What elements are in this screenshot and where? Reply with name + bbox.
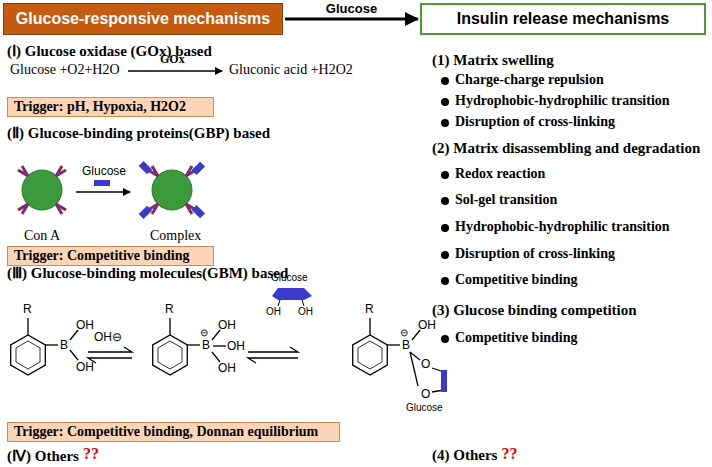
list-item: Hydrophobic-hydrophilic transition [455, 219, 670, 235]
ion-label: OH⊖ [94, 330, 122, 344]
reaction-arrow [128, 70, 222, 72]
equilibrium-arrows [88, 347, 298, 363]
atom-label: O [421, 387, 430, 401]
question-marks: ?? [83, 445, 99, 463]
list-item: Competitive binding [455, 272, 578, 288]
box-text: Trigger: pH, Hypoxia, H2O2 [14, 99, 186, 114]
atom-label: B [202, 338, 210, 352]
section-heading: (Ⅳ) Others [7, 447, 79, 465]
list-item: Competitive binding [455, 330, 578, 346]
box-text: Glucose-responsive mechanisms [16, 10, 270, 27]
list-item: Sol-gel transition [455, 192, 557, 208]
glucose-label: Glucose [82, 164, 126, 178]
atom-label: OH [218, 361, 236, 375]
trigger-box: Trigger: Competitive binding, Donnan equ… [7, 422, 340, 442]
list-item: Charge-charge repulsion [455, 72, 604, 88]
box-text: Trigger: Competitive binding [14, 248, 190, 263]
section-heading: (4) Others [432, 447, 497, 464]
atom-label: OH [418, 318, 436, 332]
box-text: Insulin release mechanisms [457, 10, 670, 27]
header-box: Glucose-responsive mechanisms [3, 3, 283, 35]
equation-text: Glucose +O2+H2O [10, 62, 120, 78]
glucose-label: Glucose [406, 402, 443, 413]
atom-label: OH [227, 339, 245, 353]
section-heading: (3) Glucose binding competition [432, 302, 637, 319]
section-heading: (Ⅲ) Glucose-binding molecules(GBM) based [7, 264, 288, 282]
atom-label: R [165, 302, 174, 316]
edge-label: Glucose [326, 1, 377, 16]
list-item: Hydrophobic-hydrophilic transition [455, 93, 670, 109]
trigger-box: Trigger: Competitive binding [7, 246, 214, 266]
section-heading: (1) Matrix swelling [432, 52, 554, 69]
list-item: Disruption of cross-linking [455, 246, 615, 262]
glucose-symbol [94, 180, 110, 186]
atom-label: OH [266, 306, 281, 317]
question-marks: ?? [501, 445, 517, 463]
con-a-figure [18, 166, 66, 214]
atom-label: R [365, 302, 374, 316]
equation-text: Gluconic acid +H2O2 [229, 62, 353, 78]
glucose-symbol [441, 370, 447, 392]
atom-label: O [421, 357, 430, 371]
complex-label: Complex [150, 228, 201, 244]
atom-label: B [60, 338, 68, 352]
atom-label: B [402, 338, 410, 352]
trigger-box: Trigger: pH, Hypoxia, H2O2 [7, 97, 214, 117]
atom-label: OH [218, 318, 236, 332]
boronic-acid-structures [11, 318, 444, 392]
glucose-symbol [272, 288, 312, 306]
binding-arrow [76, 191, 130, 193]
enzyme-label: GOx [160, 52, 185, 67]
atom-label: OH [76, 360, 94, 374]
box-text: Trigger: Competitive binding, Donnan equ… [14, 424, 318, 439]
list-item: Redox reaction [455, 166, 545, 182]
header-box: Insulin release mechanisms [420, 3, 706, 35]
atom-label: OH [298, 306, 313, 317]
glucose-label: Glucose [271, 272, 308, 283]
section-heading: (2) Matrix disassembling and degradation [432, 140, 700, 157]
charge-label: ⊖ [400, 327, 408, 338]
atom-label: R [23, 302, 32, 316]
protein-label: Con A [24, 228, 60, 244]
list-item: Disruption of cross-linking [455, 114, 615, 130]
atom-label: OH [76, 318, 94, 332]
section-heading: (Ⅱ) Glucose-binding proteins(GBP) based [7, 124, 270, 142]
flow-arrow [285, 18, 418, 21]
charge-label: ⊖ [200, 327, 208, 338]
complex-figure [139, 161, 205, 219]
